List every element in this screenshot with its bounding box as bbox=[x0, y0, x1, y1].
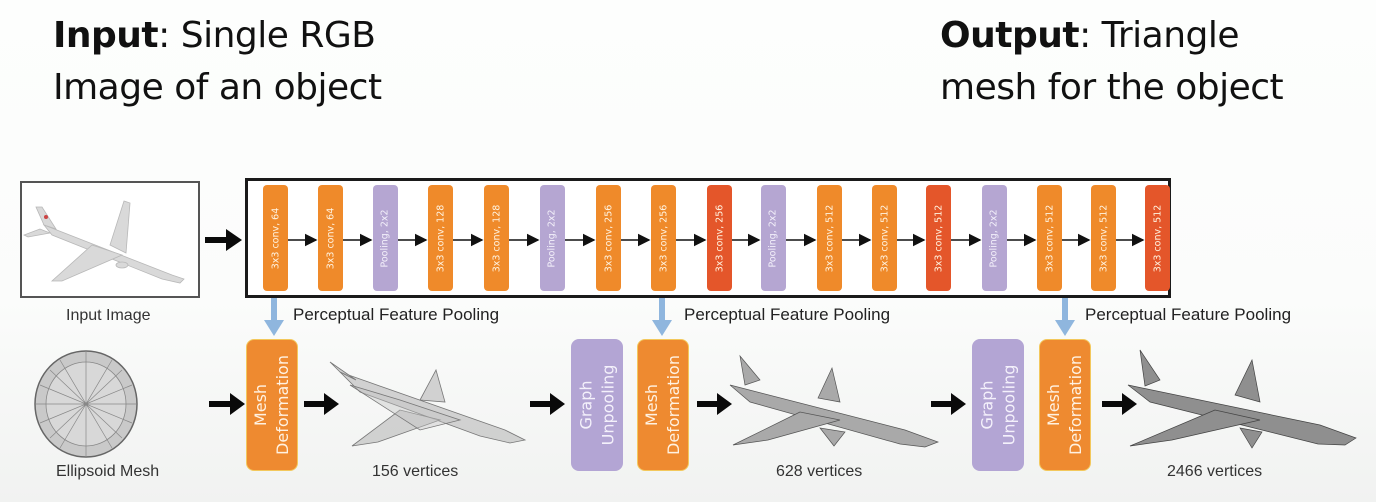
cnn-layer-conv: 3x3 conv, 256 bbox=[596, 185, 621, 291]
cnn-layer-conv: 3x3 conv, 128 bbox=[428, 185, 453, 291]
cnn-layer-conv-last: 3x3 conv, 512 bbox=[1145, 185, 1170, 291]
ellipsoid-mesh-icon bbox=[34, 350, 138, 458]
cnn-layer-pool: Pooling, 2x2 bbox=[373, 185, 398, 291]
cnn-layer-conv: 3x3 conv, 128 bbox=[484, 185, 509, 291]
feature-pooling-arrow-icon bbox=[1055, 298, 1075, 336]
input-heading-line2: Image of an object bbox=[53, 67, 382, 108]
cnn-layer-conv: 3x3 conv, 64 bbox=[318, 185, 343, 291]
cnn-layer-conv: 3x3 conv, 512 bbox=[1037, 185, 1062, 291]
vertices-caption-1: 156 vertices bbox=[372, 463, 459, 480]
cnn-layer-conv: 3x3 conv, 512 bbox=[1091, 185, 1116, 291]
arrow-icon bbox=[697, 393, 732, 415]
perceptual-feature-pooling-label-3: Perceptual Feature Pooling bbox=[1085, 305, 1292, 324]
mesh-deformation-block-2: Mesh Deformation bbox=[637, 339, 689, 471]
cnn-layer-conv-last: 3x3 conv, 512 bbox=[926, 185, 951, 291]
input-heading-line1: : Single RGB bbox=[158, 15, 376, 56]
cnn-layer-conv: 3x3 conv, 256 bbox=[651, 185, 676, 291]
output-heading-line2: mesh for the object bbox=[940, 67, 1284, 108]
output-heading-bold: Output bbox=[940, 15, 1080, 56]
input-image-frame bbox=[20, 181, 200, 298]
medium-plane-mesh-icon bbox=[729, 354, 939, 448]
graph-unpooling-block-2: Graph Unpooling bbox=[972, 339, 1024, 471]
cnn-layer-conv-last: 3x3 conv, 256 bbox=[707, 185, 732, 291]
cnn-layer-conv: 3x3 conv, 512 bbox=[817, 185, 842, 291]
mesh-deformation-block-3: Mesh Deformation bbox=[1039, 339, 1091, 471]
fine-plane-mesh-icon bbox=[1127, 349, 1357, 449]
arrow-icon bbox=[205, 229, 242, 251]
feature-pooling-arrow-icon bbox=[264, 298, 284, 336]
coarse-plane-mesh-icon bbox=[329, 361, 527, 447]
arrow-icon bbox=[304, 393, 339, 415]
arrow-icon bbox=[1102, 393, 1137, 415]
output-heading-line1: : Triangle bbox=[1079, 15, 1240, 56]
input-heading: Input: Single RGB Image of an object bbox=[53, 10, 382, 114]
feature-pooling-arrow-icon bbox=[652, 298, 672, 336]
arrow-icon bbox=[530, 393, 565, 415]
ellipsoid-mesh-caption: Ellipsoid Mesh bbox=[56, 463, 160, 480]
airplane-photo-icon bbox=[23, 200, 185, 284]
vertices-caption-3: 2466 vertices bbox=[1167, 463, 1263, 480]
perceptual-feature-pooling-label-1: Perceptual Feature Pooling bbox=[293, 305, 500, 324]
cnn-layer-pool: Pooling, 2x2 bbox=[761, 185, 786, 291]
cnn-layer-conv: 3x3 conv, 512 bbox=[872, 185, 897, 291]
input-image-caption: Input Image bbox=[66, 307, 151, 324]
output-heading: Output: Triangle mesh for the object bbox=[940, 10, 1284, 114]
vertices-caption-2: 628 vertices bbox=[776, 463, 863, 480]
arrow-icon bbox=[209, 393, 245, 415]
cnn-layer-conv: 3x3 conv, 64 bbox=[263, 185, 288, 291]
graph-unpooling-block-1: Graph Unpooling bbox=[571, 339, 623, 471]
arrow-icon bbox=[931, 393, 966, 415]
perceptual-feature-pooling-label-2: Perceptual Feature Pooling bbox=[684, 305, 891, 324]
mesh-deformation-block-1: Mesh Deformation bbox=[246, 339, 298, 471]
cnn-layer-pool: Pooling, 2x2 bbox=[540, 185, 565, 291]
input-heading-bold: Input bbox=[53, 15, 159, 56]
cnn-layer-pool: Pooling, 2x2 bbox=[982, 185, 1007, 291]
